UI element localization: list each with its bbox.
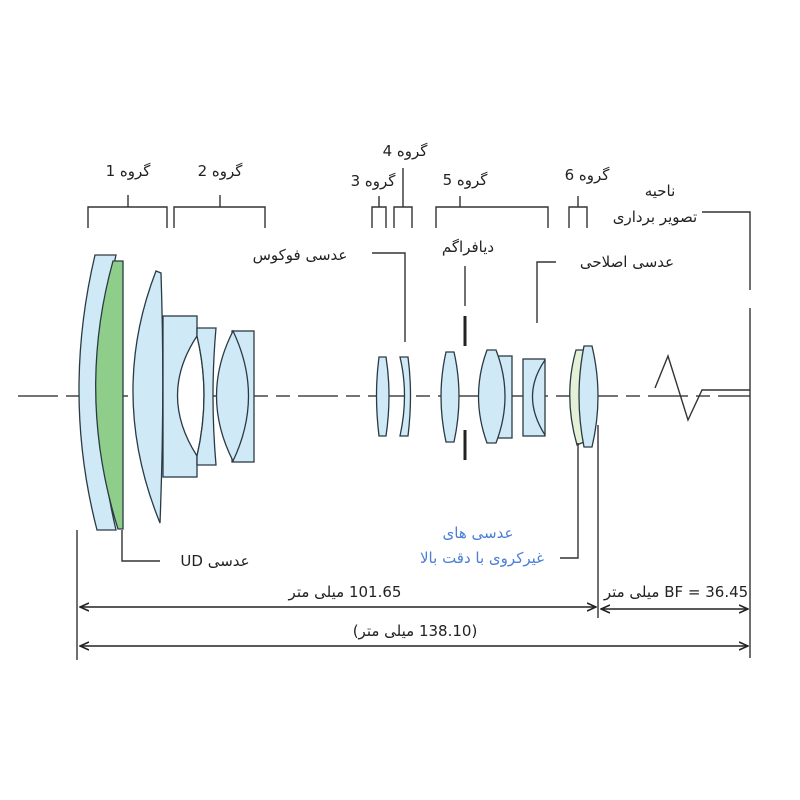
- imaging-plane-line: [702, 211, 751, 658]
- group-1-label: گروه 1: [106, 162, 152, 180]
- group-4-label: گروه 4: [383, 142, 429, 160]
- group-2-label: گروه 2: [198, 162, 244, 180]
- group6-corrective-element: [578, 345, 599, 448]
- back-focus-label: BF = 36.45 میلی متر: [603, 583, 748, 601]
- focus-lens-leader: [372, 252, 406, 342]
- diaphragm-label: دیافراگم: [442, 238, 494, 256]
- aspheric-lens-label-1: عدسی های: [443, 524, 514, 542]
- bracket-group-2: [173, 195, 266, 228]
- group2-element-4: [215, 329, 250, 463]
- image-sensor-symbol: [654, 353, 750, 422]
- group5-element-2: [477, 349, 506, 444]
- ud-lens-label: عدسی UD: [180, 552, 249, 570]
- total-length-label: (138.10 میلی متر): [353, 622, 478, 640]
- group4-focus-element: [399, 356, 412, 437]
- group5-element-4: [522, 358, 546, 437]
- lens-elements: [78, 254, 599, 531]
- imaging-area-label-1: ناحیه: [645, 182, 676, 200]
- corrective-lens-leader: [536, 261, 556, 323]
- group2-element-2: [196, 327, 217, 466]
- bracket-group-6: [568, 196, 588, 228]
- imaging-area-label-2: تصویر برداری: [613, 208, 697, 226]
- group5-element-5: [531, 359, 546, 436]
- group-5-label: گروه 5: [443, 171, 489, 189]
- group-3-label: گروه 3: [351, 172, 397, 190]
- group1-ud-element: [95, 260, 124, 530]
- group-6-label: گروه 6: [565, 166, 611, 184]
- group3-element: [375, 356, 390, 437]
- group-brackets: [87, 168, 588, 228]
- bracket-group-5: [435, 196, 549, 228]
- group5-element-1: [440, 351, 460, 443]
- focus-lens-label: عدسی فوکوس: [253, 246, 348, 264]
- group1-meniscus-rear: [132, 270, 164, 524]
- ud-lens-leader: [121, 530, 160, 562]
- lens-length-label: 101.65 میلی متر: [288, 583, 402, 601]
- bracket-group-4: [393, 168, 413, 228]
- aspheric-lens-leader: [560, 443, 579, 559]
- aspheric-lens-label-2: غیرکروی با دقت بالا: [420, 549, 544, 567]
- bracket-group-3: [371, 196, 387, 228]
- corrective-lens-label: عدسی اصلاحی: [580, 253, 674, 271]
- bracket-group-1: [87, 195, 168, 228]
